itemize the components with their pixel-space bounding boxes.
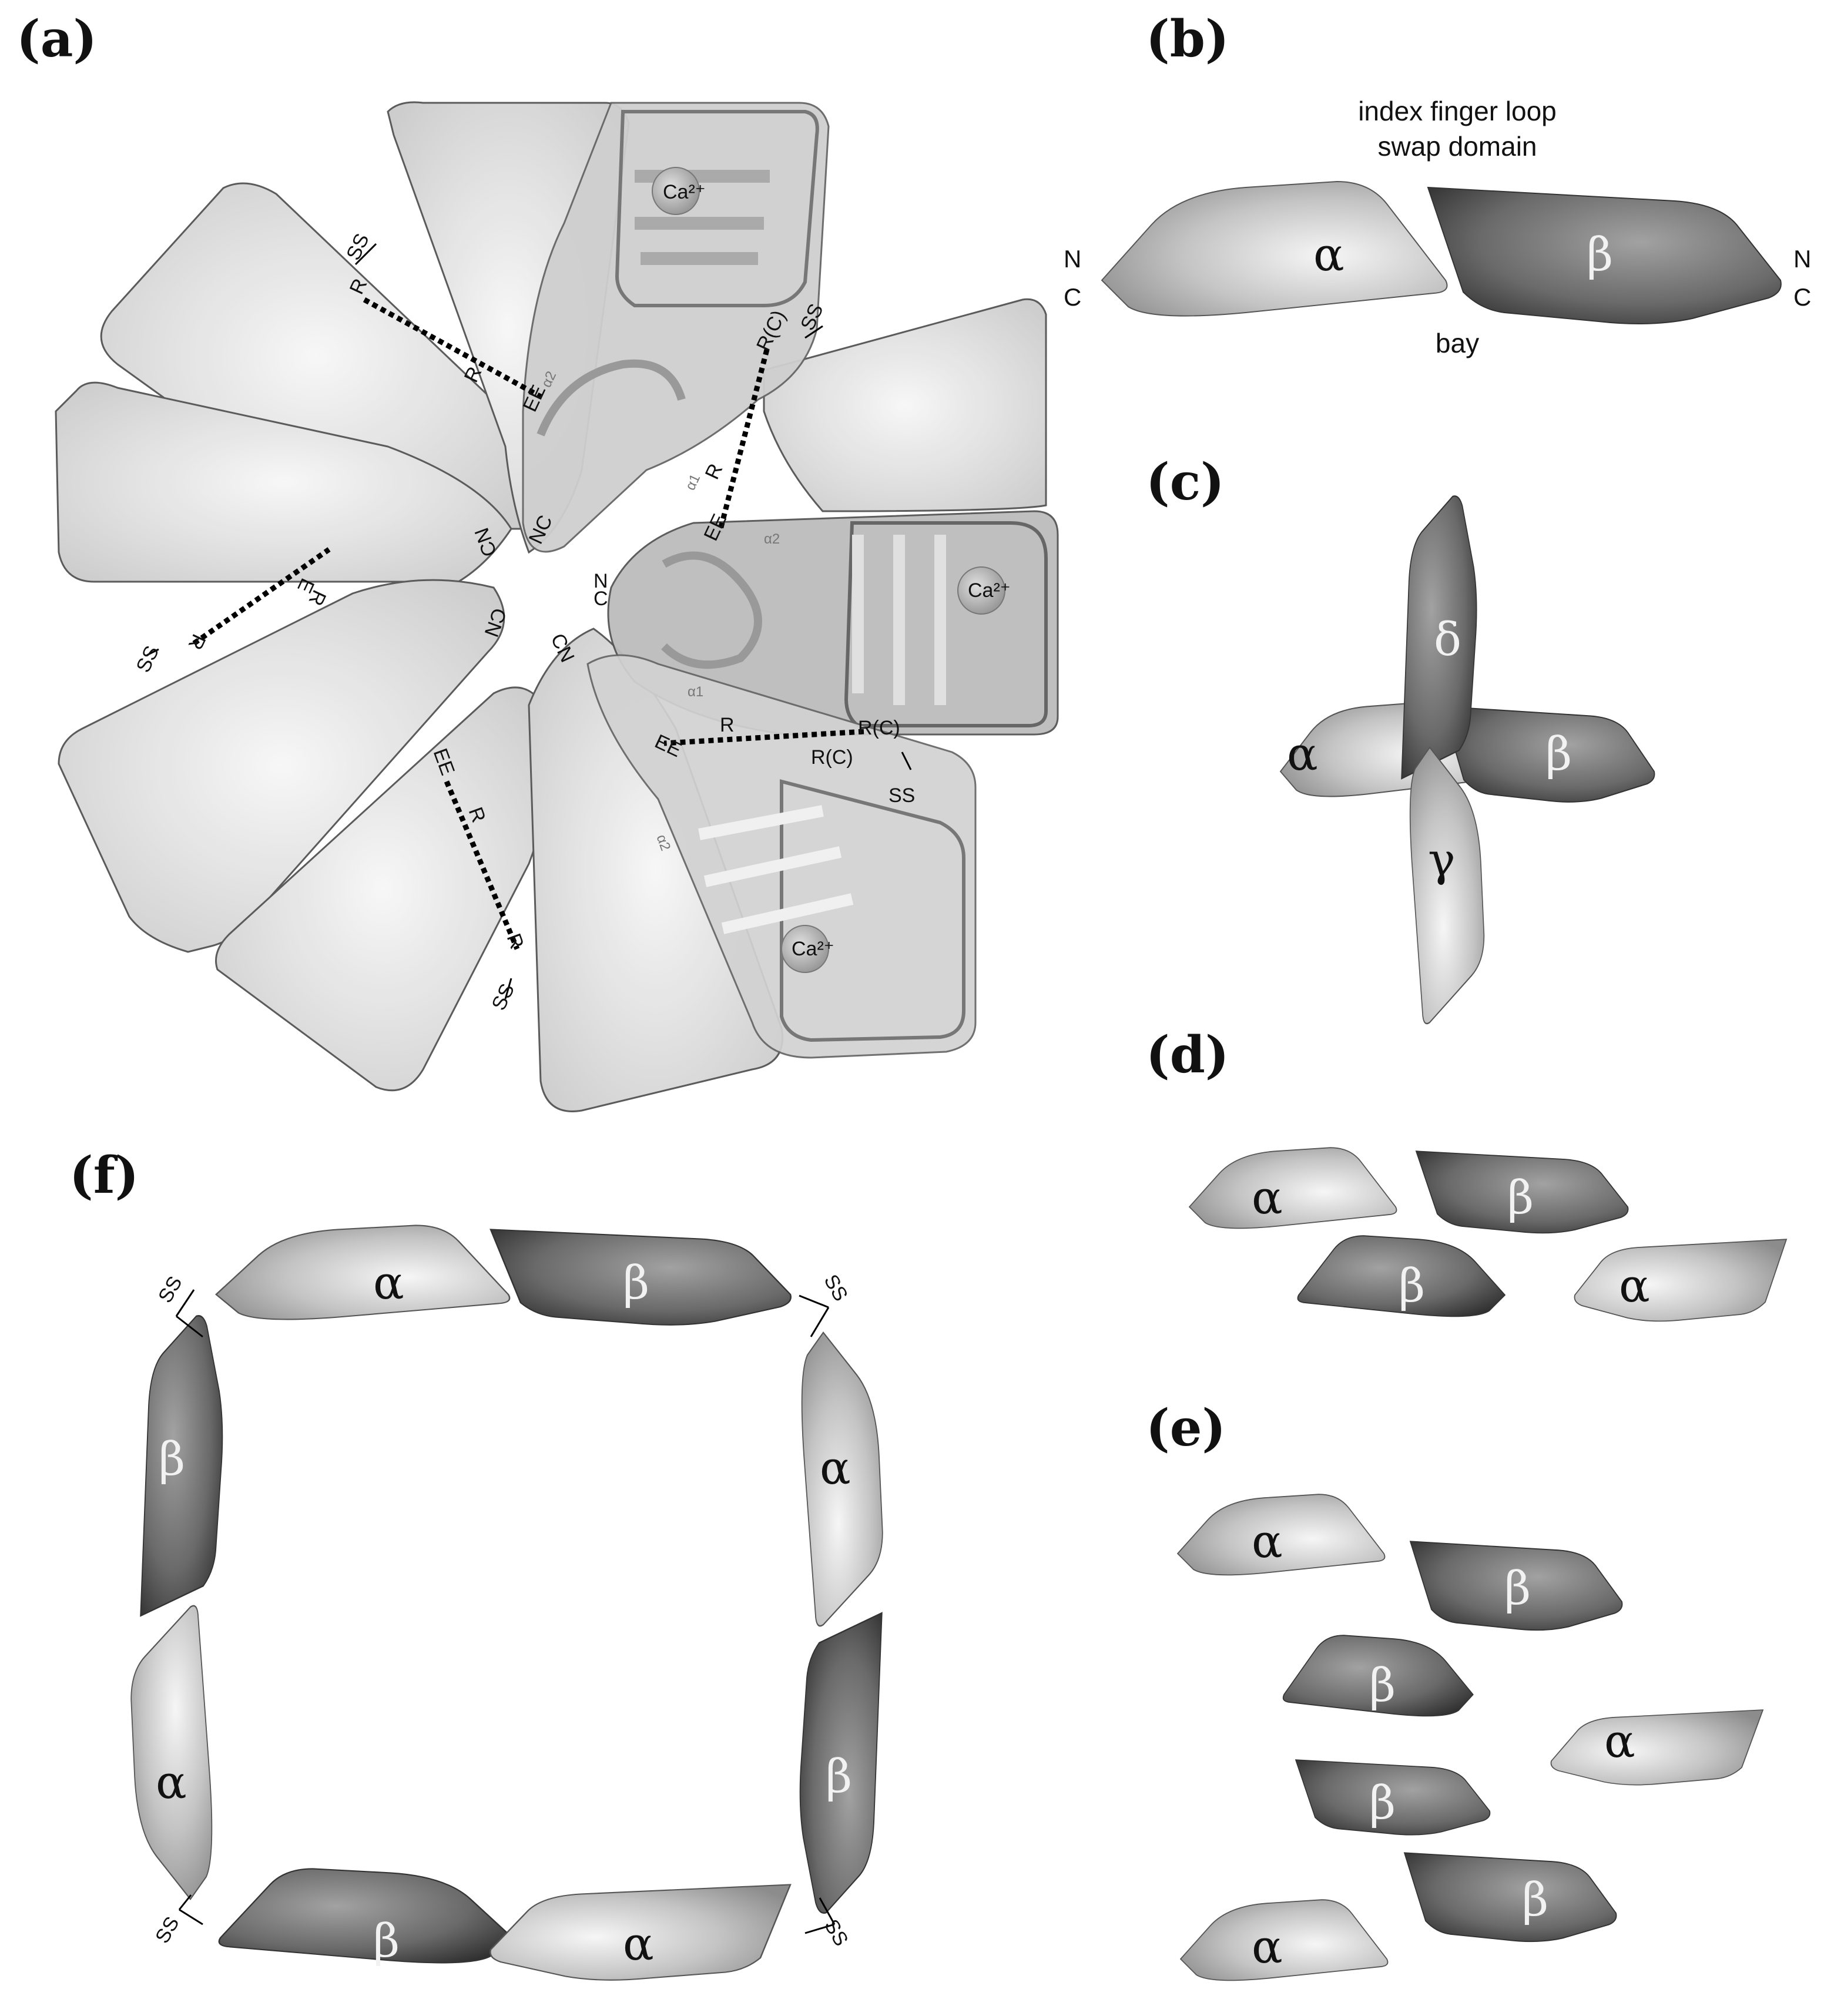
petal-right-upper — [763, 298, 1047, 512]
panel-label-a: (a) — [16, 9, 97, 69]
label-n-b-left: N — [1064, 245, 1081, 273]
petal-left-lower — [58, 579, 505, 953]
label-alpha-f-right: α — [820, 1442, 851, 1495]
subunit-beta-e4 — [1404, 1852, 1617, 1943]
helix-a2-right: α2 — [764, 531, 780, 547]
label-alpha-e1: α — [1252, 1515, 1283, 1568]
ss-label-f-bl: SS — [151, 1913, 184, 1947]
label-c-b-left: C — [1064, 283, 1081, 311]
label-beta-e4: β — [1522, 1874, 1548, 1927]
label-alpha-f-top: α — [373, 1257, 404, 1310]
ss-label-a3: SS — [888, 784, 915, 807]
domain-bottom-right: Ca²⁺ — [586, 654, 977, 1059]
panel-label-e: (e) — [1146, 1398, 1226, 1458]
label-beta-f-right: β — [826, 1750, 852, 1803]
subunit-beta-f-bottom — [218, 1868, 514, 1964]
label-beta-e3: β — [1369, 1777, 1396, 1830]
subunit-alpha-b — [1101, 181, 1448, 317]
label-beta-e2: β — [1369, 1659, 1396, 1712]
label-bay: bay — [1436, 328, 1479, 358]
ca-label-top: Ca²⁺ — [663, 181, 706, 203]
subunit-alpha-f-left — [130, 1605, 213, 1900]
label-beta-f-bottom: β — [373, 1915, 400, 1968]
res-rc-3: R(C) — [811, 746, 853, 769]
label-beta-e1: β — [1504, 1562, 1531, 1615]
label-delta-c: δ — [1434, 613, 1461, 666]
label-swap-domain: swap domain — [1377, 131, 1537, 162]
label-beta-f-left: β — [159, 1433, 185, 1486]
panel-label-f: (f) — [69, 1146, 139, 1205]
label-beta-c: β — [1545, 728, 1572, 781]
ss-label-a5: SS — [132, 642, 164, 676]
ss-label-f-br: SS — [820, 1916, 853, 1950]
ss-label-a4: SS — [488, 980, 519, 1014]
helix-a1-right: α1 — [688, 684, 703, 700]
helix-a1-top: α1 — [682, 472, 703, 493]
panel-label-c: (c) — [1146, 452, 1225, 512]
label-beta-d1: β — [1507, 1172, 1534, 1225]
ss-label-a1: SS — [342, 230, 374, 264]
label-alpha-d2: α — [1619, 1260, 1650, 1313]
panel-b: α β index finger loop swap domain bay N … — [1064, 96, 1811, 358]
res-rc-2: R(C) — [858, 717, 900, 739]
subunit-alpha-e2 — [1550, 1709, 1763, 1786]
panel-c: α β δ γ — [1279, 495, 1655, 1025]
terminus-n-right: N — [594, 570, 608, 592]
panel-label-b: (b) — [1146, 9, 1229, 69]
calcium-ion-top — [652, 167, 700, 215]
res-r-4: R — [720, 714, 735, 736]
label-alpha-c: α — [1287, 728, 1318, 781]
subunit-alpha-f-top — [215, 1225, 511, 1320]
ca-label-right: Ca²⁺ — [968, 579, 1011, 602]
domain-top: Ca²⁺ — [522, 102, 830, 553]
subunit-alpha-d2 — [1574, 1239, 1787, 1322]
panel-label-d: (d) — [1146, 1025, 1229, 1085]
calcium-ion-right — [957, 566, 1005, 615]
salt-bridges — [192, 297, 864, 950]
label-n-b-right: N — [1793, 245, 1811, 273]
calcium-ion-bottom — [781, 925, 829, 973]
ca-label-bottom: Ca²⁺ — [792, 938, 834, 960]
res-r-6: R — [502, 931, 528, 952]
panel-a-ring: Ca²⁺ Ca²⁺ Ca²⁺ — [55, 101, 1059, 1112]
domain-right: Ca²⁺ — [607, 510, 1059, 736]
label-alpha-e3: α — [1252, 1921, 1283, 1974]
label-beta-f-top: β — [623, 1257, 649, 1310]
petal-left-upper — [55, 381, 512, 583]
label-gamma-c: γ — [1428, 834, 1456, 887]
label-alpha-e2: α — [1604, 1715, 1635, 1768]
res-r-8: R — [184, 630, 210, 653]
panel-f: α β α β β α β α SS SS SS SS — [130, 1225, 884, 1981]
label-alpha-b: α — [1313, 229, 1345, 281]
label-alpha-f-left: α — [156, 1756, 187, 1809]
label-c-b-right: C — [1793, 283, 1811, 311]
panel-e: α β β α β β α — [1177, 1494, 1763, 1981]
label-index-finger-loop: index finger loop — [1358, 96, 1557, 126]
subunit-alpha-d1 — [1189, 1147, 1397, 1229]
subunit-alpha-e3 — [1180, 1899, 1389, 1981]
ss-label-f-tl: SS — [154, 1273, 187, 1307]
label-beta-b: β — [1587, 229, 1613, 281]
res-r-3: R — [701, 460, 727, 482]
label-alpha-d1: α — [1252, 1172, 1283, 1225]
label-beta-d2: β — [1399, 1260, 1425, 1313]
terminus-c-right: C — [594, 588, 608, 610]
ss-label-f-tr: SS — [819, 1271, 852, 1305]
panel-d: α β β α — [1189, 1147, 1787, 1322]
label-alpha-f-bottom: α — [623, 1918, 654, 1971]
